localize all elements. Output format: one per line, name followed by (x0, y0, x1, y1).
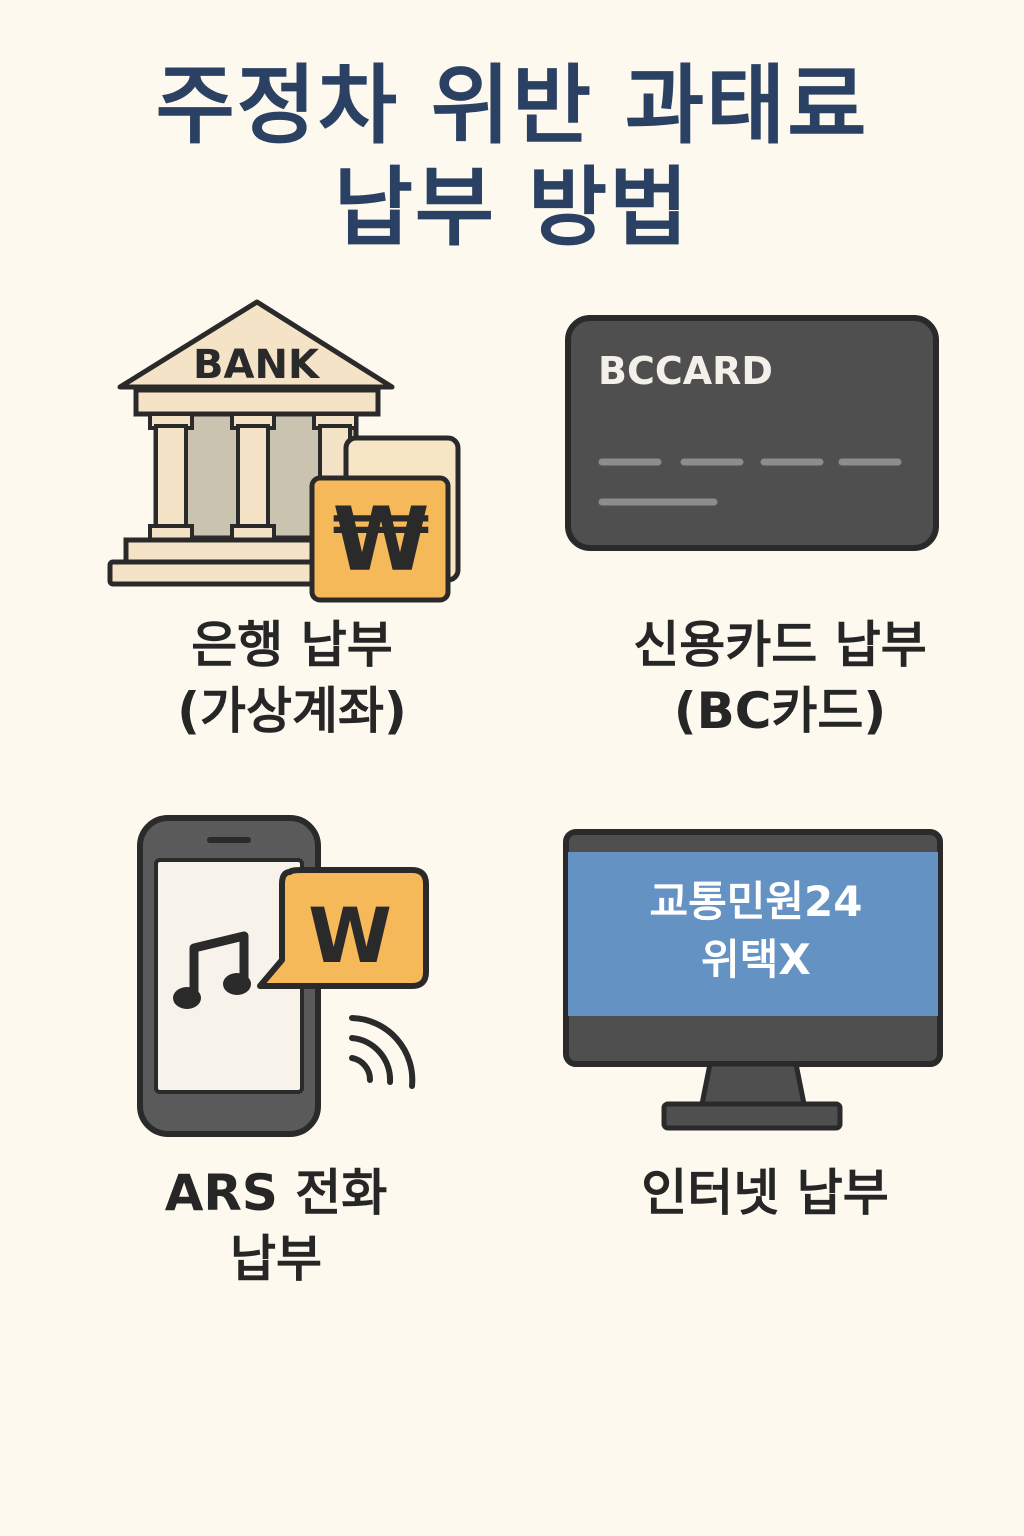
bank-sign-text: BANK (193, 342, 321, 388)
sound-waves-icon (349, 1015, 416, 1089)
card-payment-label: 신용카드 납부 (BC카드) (560, 612, 1000, 744)
internet-payment-label-line1: 인터넷 납부 (641, 1164, 889, 1222)
card-brand-text: BCCARD (598, 349, 773, 393)
music-note-icon (173, 931, 251, 1009)
ars-payment-label-line1: ARS 전화 (164, 1164, 388, 1222)
page-title-line1: 주정차 위반 과태료 (155, 56, 869, 156)
screen-text-line1: 교통민원24 (649, 877, 862, 926)
bank-icon: BANK ₩ (107, 299, 461, 603)
bank-payment-label-line2: (가상계좌) (177, 682, 407, 740)
screen-text-line2: 위택X (701, 935, 811, 984)
card-payment-label-line2: (BC카드) (673, 682, 887, 740)
won-symbol: ₩ (332, 488, 429, 591)
bank-payment-label: 은행 납부 (가상계좌) (92, 612, 492, 744)
card-payment-label-line1: 신용카드 납부 (633, 616, 927, 674)
ars-badge-symbol: W (308, 891, 392, 980)
ars-payment-label-line2: 납부 (230, 1230, 322, 1288)
bank-payment-label-line1: 은행 납부 (191, 616, 393, 674)
page-title-line2: 납부 방법 (333, 158, 691, 258)
monitor-icon: 교통민원24 위택X (563, 829, 943, 1131)
internet-payment-label: 인터넷 납부 (540, 1160, 990, 1226)
credit-card-icon: BCCARD (565, 315, 939, 551)
smartphone-icon: W (137, 815, 429, 1137)
speech-bubble-icon: W (257, 867, 429, 989)
ars-payment-label: ARS 전화 납부 (76, 1160, 476, 1292)
